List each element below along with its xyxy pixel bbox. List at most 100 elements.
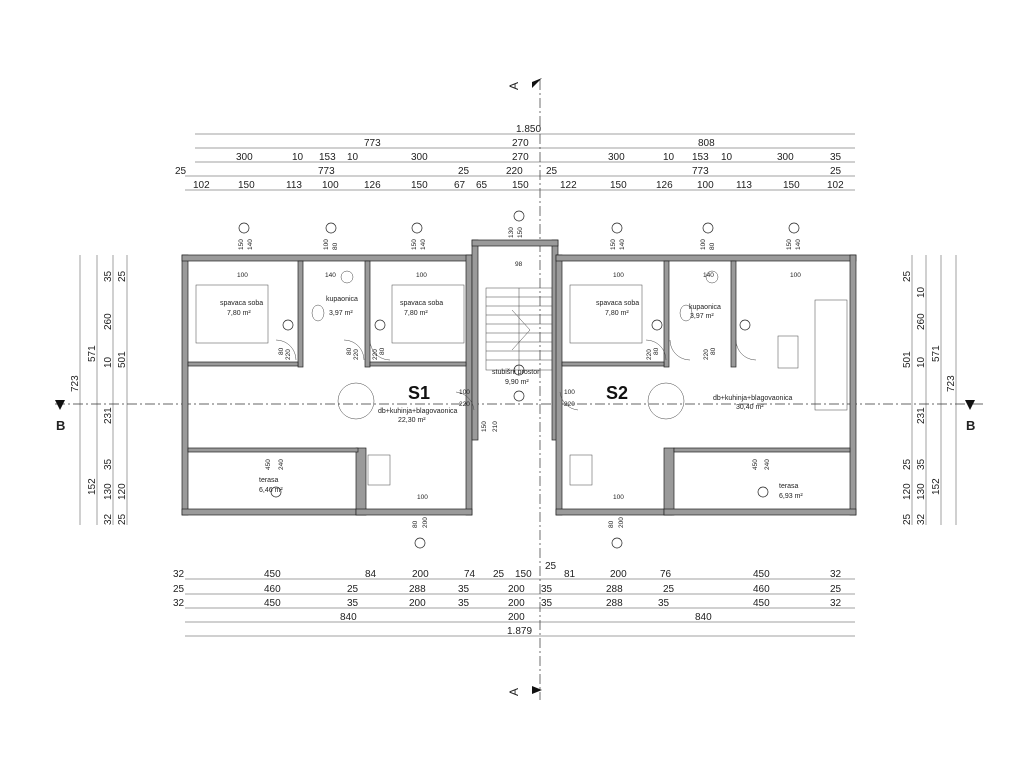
svg-text:32: 32	[103, 513, 114, 525]
svg-text:120: 120	[117, 483, 128, 500]
svg-text:200: 200	[508, 598, 525, 609]
svg-text:300: 300	[777, 152, 794, 163]
svg-text:80: 80	[608, 520, 615, 528]
room-label-bedroom-3: spavaca soba	[596, 300, 639, 307]
svg-text:140: 140	[420, 239, 427, 250]
room-label-bedroom-2: spavaca soba	[400, 300, 443, 307]
svg-text:25: 25	[117, 270, 128, 282]
section-b-label-left: B	[56, 418, 65, 433]
svg-text:571: 571	[931, 345, 942, 362]
svg-text:100: 100	[417, 494, 428, 501]
svg-text:10: 10	[721, 152, 733, 163]
svg-text:126: 126	[656, 180, 673, 191]
svg-text:25: 25	[546, 166, 558, 177]
room-labels: spavaca soba 7,80 m² kupaonica 3,97 m² s…	[220, 296, 803, 500]
svg-text:10: 10	[292, 152, 304, 163]
svg-text:200: 200	[412, 569, 429, 580]
svg-text:35: 35	[830, 152, 842, 163]
top-dimension-texts: 1.850 773 270 808 300 10 153 10 300 270 …	[175, 124, 844, 191]
svg-text:450: 450	[265, 459, 272, 470]
svg-text:130: 130	[508, 227, 515, 238]
svg-text:80: 80	[332, 242, 339, 250]
svg-text:32: 32	[173, 598, 185, 609]
svg-text:100: 100	[697, 180, 714, 191]
svg-text:153: 153	[692, 152, 709, 163]
svg-text:100: 100	[613, 494, 624, 501]
svg-text:773: 773	[364, 138, 381, 149]
svg-text:231: 231	[103, 407, 114, 424]
svg-text:152: 152	[87, 478, 98, 495]
right-dimension-texts: 723 571 152 25 10 260 10 501 231 25 35 1…	[902, 270, 957, 525]
room-area-stair: 9,90 m²	[505, 379, 529, 386]
bottom-dimension-texts: 32 450 84 200 74 25 150 25 81 200 76 450…	[173, 561, 842, 637]
svg-text:80: 80	[710, 347, 717, 355]
svg-text:102: 102	[193, 180, 210, 191]
svg-text:260: 260	[103, 313, 114, 330]
svg-text:270: 270	[512, 152, 529, 163]
svg-text:100: 100	[237, 272, 248, 279]
svg-text:25: 25	[458, 166, 470, 177]
svg-text:25: 25	[493, 569, 505, 580]
svg-text:98: 98	[515, 261, 523, 268]
section-a-arrow-top	[532, 78, 542, 88]
svg-text:200: 200	[508, 584, 525, 595]
section-b-label-right: B	[966, 418, 975, 433]
svg-text:220: 220	[506, 166, 523, 177]
svg-text:84: 84	[365, 569, 377, 580]
svg-text:240: 240	[278, 459, 285, 470]
svg-text:113: 113	[286, 180, 302, 191]
svg-text:140: 140	[247, 239, 254, 250]
svg-text:450: 450	[753, 569, 770, 580]
svg-text:126: 126	[364, 180, 381, 191]
svg-text:150: 150	[783, 180, 800, 191]
svg-text:130: 130	[916, 483, 927, 500]
svg-text:140: 140	[795, 239, 802, 250]
svg-text:150: 150	[610, 180, 627, 191]
svg-text:210: 210	[492, 421, 499, 432]
room-label-bathroom-2: kupaonica	[689, 304, 721, 311]
svg-text:67: 67	[454, 180, 466, 191]
svg-text:150: 150	[515, 569, 532, 580]
svg-text:10: 10	[663, 152, 675, 163]
svg-text:200: 200	[422, 517, 429, 528]
top-dimension-lines	[185, 133, 855, 191]
svg-text:65: 65	[476, 180, 488, 191]
svg-text:100: 100	[564, 389, 575, 396]
svg-text:150: 150	[411, 239, 418, 250]
svg-text:220: 220	[459, 401, 470, 408]
svg-text:150: 150	[411, 180, 428, 191]
svg-text:200: 200	[409, 598, 426, 609]
svg-text:231: 231	[916, 407, 927, 424]
room-area-living-s2: 30,40 m²	[736, 404, 764, 411]
svg-text:25: 25	[173, 584, 185, 595]
svg-text:25: 25	[902, 270, 913, 282]
svg-text:80: 80	[278, 347, 285, 355]
section-a-arrow-bottom	[532, 686, 542, 694]
svg-text:140: 140	[619, 239, 626, 250]
svg-text:32: 32	[830, 569, 842, 580]
svg-text:25: 25	[347, 584, 359, 595]
svg-text:120: 120	[902, 483, 913, 500]
svg-text:35: 35	[541, 598, 553, 609]
svg-text:1.879: 1.879	[507, 626, 532, 637]
section-a-label-bottom: A	[507, 688, 521, 696]
svg-text:10: 10	[103, 356, 114, 368]
svg-text:150: 150	[238, 239, 245, 250]
left-dimension-texts: 723 571 152 35 260 10 501 231 35 130 120…	[70, 270, 128, 525]
svg-text:1.850: 1.850	[516, 124, 541, 135]
room-label-living-s1: db+kuhinja+blagovaonica	[378, 408, 458, 415]
svg-text:150: 150	[481, 421, 488, 432]
section-b-arrow-right	[965, 400, 975, 410]
svg-text:100: 100	[700, 239, 707, 250]
svg-text:150: 150	[610, 239, 617, 250]
unit-label-s2: S2	[606, 383, 628, 403]
svg-text:300: 300	[236, 152, 253, 163]
svg-text:35: 35	[103, 458, 114, 470]
svg-text:25: 25	[175, 166, 187, 177]
svg-text:100: 100	[322, 180, 339, 191]
svg-text:501: 501	[117, 351, 128, 368]
svg-text:100: 100	[416, 272, 427, 279]
svg-text:10: 10	[916, 356, 927, 368]
door-labels: 80 220 80 220 220 80 100 220 100 220 220…	[265, 347, 771, 528]
svg-text:80: 80	[653, 347, 660, 355]
